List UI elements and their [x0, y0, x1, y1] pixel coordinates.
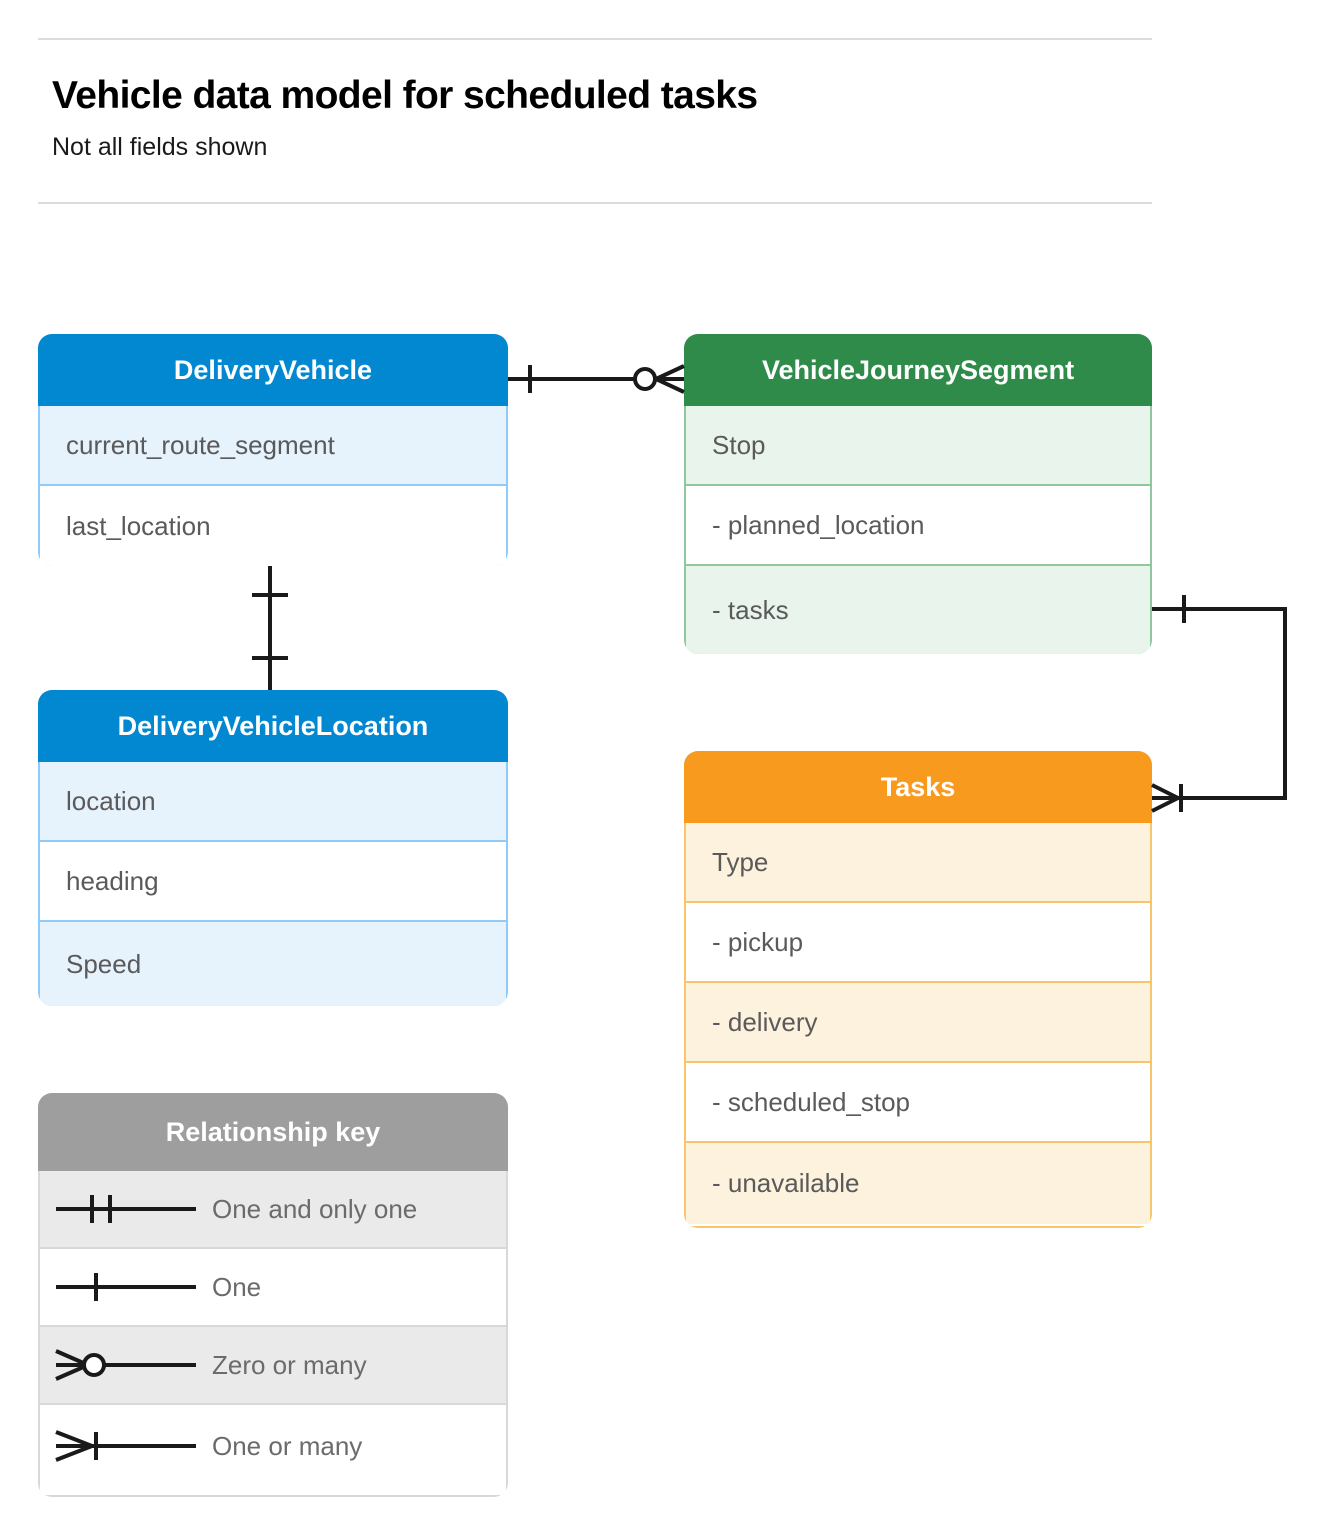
legend-row: Zero or many: [40, 1327, 506, 1405]
entity-header-delivery-vehicle: DeliveryVehicle: [38, 334, 508, 406]
top-divider: [38, 38, 1152, 40]
entity-delivery-vehicle-location[interactable]: DeliveryVehicleLocation location heading…: [38, 690, 508, 1006]
entity-fields-delivery-vehicle-location: location heading Speed: [38, 762, 508, 1006]
entity-fields-tasks: Type - pickup - delivery - scheduled_sto…: [684, 823, 1152, 1228]
legend-title: Relationship key: [38, 1093, 508, 1171]
entity-fields-vehicle-journey-segment: Stop - planned_location - tasks: [684, 406, 1152, 654]
legend-rows: One and only one One Zero: [38, 1171, 508, 1497]
entity-field-row: - unavailable: [686, 1143, 1150, 1224]
entity-field-row: - tasks: [686, 566, 1150, 654]
entity-header-tasks: Tasks: [684, 751, 1152, 823]
entity-field-row: - delivery: [686, 983, 1150, 1063]
entity-field-row: Speed: [40, 922, 506, 1006]
entity-header-delivery-vehicle-location: DeliveryVehicleLocation: [38, 690, 508, 762]
zero-or-many-icon: [40, 1345, 212, 1385]
legend-label: Zero or many: [212, 1349, 367, 1380]
entity-delivery-vehicle[interactable]: DeliveryVehicle current_route_segment la…: [38, 334, 508, 566]
entity-field-row: - scheduled_stop: [686, 1063, 1150, 1143]
relationship-key-legend: Relationship key One and only one One: [38, 1093, 508, 1497]
entity-field-row: location: [40, 762, 506, 842]
entity-field-row: - pickup: [686, 903, 1150, 983]
page-subtitle: Not all fields shown: [52, 133, 268, 161]
entity-field-row: Stop: [686, 406, 1150, 486]
connector-deliveryvehicle-journeysegment: [508, 364, 685, 394]
entity-field-row: current_route_segment: [40, 406, 506, 486]
one-and-only-one-icon: [40, 1189, 212, 1229]
entity-header-vehicle-journey-segment: VehicleJourneySegment: [684, 334, 1152, 406]
entity-field-row: - planned_location: [686, 486, 1150, 566]
legend-row: One or many: [40, 1405, 506, 1487]
one-icon: [40, 1267, 212, 1307]
legend-row: One and only one: [40, 1171, 506, 1249]
legend-label: One: [212, 1271, 262, 1302]
entity-fields-delivery-vehicle: current_route_segment last_location: [38, 406, 508, 566]
entity-field-row: last_location: [40, 486, 506, 566]
bottom-divider: [38, 202, 1152, 204]
entity-vehicle-journey-segment[interactable]: VehicleJourneySegment Stop - planned_loc…: [684, 334, 1152, 654]
legend-label: One and only one: [212, 1193, 418, 1224]
connector-journeysegment-tasks: [1151, 595, 1287, 813]
connector-deliveryvehicle-location: [252, 566, 288, 690]
entity-tasks[interactable]: Tasks Type - pickup - delivery - schedul…: [684, 751, 1152, 1228]
one-or-many-icon: [40, 1426, 212, 1466]
entity-field-row: heading: [40, 842, 506, 922]
legend-row: One: [40, 1249, 506, 1327]
page-title: Vehicle data model for scheduled tasks: [52, 74, 758, 117]
entity-field-row: Type: [686, 823, 1150, 903]
legend-label: One or many: [212, 1430, 363, 1461]
